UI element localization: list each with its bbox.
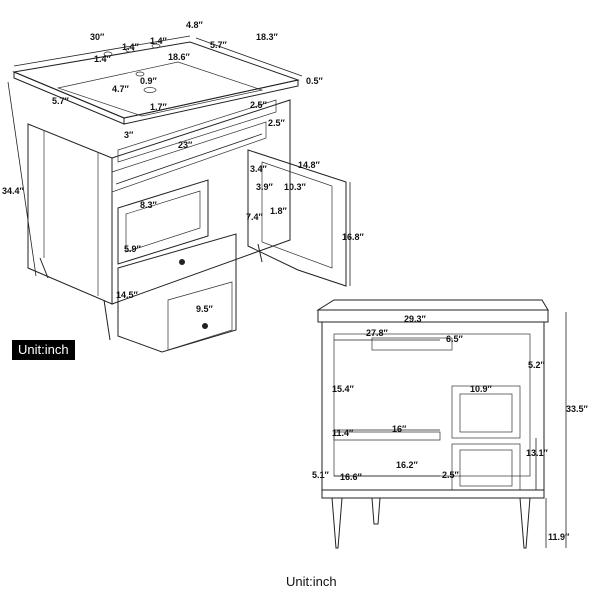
dim-left-height: 15.4″ [332,384,355,394]
dim-base-width: 16.6″ [340,472,363,482]
dim-height-line [7,81,37,277]
front-base-rail [321,489,545,499]
dim-hole-a: 1.4″ [122,42,140,52]
upper-drawer [117,179,209,265]
dim-width-line [13,35,191,67]
front-upper-drawer-box [451,385,521,439]
dim-door-panel: 10.3″ [284,182,307,192]
front-upper-drawer-inner [459,393,513,433]
front-vanity: 29.3″ 27.8″ 6.5″ 5.2″ 15.4″ 10.9″ 11.4″ … [312,299,589,549]
dim-inner-width: 18.6″ [168,52,191,62]
dim-depth-line [195,37,303,77]
dim-drawer-front-width: 8.3″ [140,200,158,210]
faucet-hole-right [151,43,161,49]
lower-drawer-knob [202,323,208,329]
faucet-hole-center [125,47,135,53]
dim-hole-b: 1.4″ [150,36,168,46]
front-lower-drawer-box [451,443,521,491]
front-lower-drawer-inner [459,449,513,487]
front-leg-right [519,497,531,549]
dim-top-spacing: 4.8″ [186,20,204,30]
front-cabinet-interior [333,333,531,477]
front-back-panel [371,337,453,351]
dim-depth: 18.3″ [256,32,279,42]
dim-shelf-gap-a: 2.5″ [250,100,268,110]
lower-drawer-panel [167,281,233,351]
isometric-vanity: 30″ 4.8″ 18.3″ 1.4″ 1.4″ 1.4″ 18.6″ 5.7″… [2,20,365,353]
dim-shelf-depth: 11.4″ [332,428,354,438]
dim-back-gap: 5.2″ [528,360,546,370]
dim-shelf-width: 16″ [392,424,407,434]
dim-left-5-7: 5.7″ [52,96,70,106]
dim-sink-depth: 4.7″ [112,84,130,94]
lower-drawer [117,233,237,353]
unit-label-right: Unit:inch [286,574,337,589]
dim-right-gap: 2.5″ [442,470,460,480]
dim-top-shelf: 6.5″ [446,334,464,344]
dim-floor-gap: 5.1″ [312,470,330,480]
dim-hole-offset: 1.4″ [94,54,112,64]
overflow-hole [135,71,145,77]
dim-leg-height: 11.9″ [548,532,570,542]
dim-drain: 0.9″ [140,76,158,86]
front-cabinet-frame [321,321,545,491]
front-leg-back-left [371,497,381,525]
dim-top-width: 29.3″ [404,314,427,324]
leg-back-left [39,257,49,279]
upper-drawer-knob [179,259,185,265]
dim-drawer-span-line [115,133,263,185]
cabinet-front [111,99,291,305]
dim-drawer-span: 23″ [178,140,193,150]
dim-lip: 3″ [124,130,134,140]
dim-shelf-gap-b: 2.5″ [268,118,286,128]
dim-handle-drop: 1.8″ [270,206,288,216]
dim-total-height: 33.5″ [566,404,589,414]
unit-label-left: Unit:inch [12,340,75,360]
countertop-front-edge [13,71,125,125]
faucet-hole-left [103,51,113,57]
dim-drawer-height: 5.9″ [124,244,142,254]
dim-door-inset: 3.9″ [256,182,274,192]
dim-interior-width: 27.8″ [366,328,389,338]
upper-drawer-panel [125,190,201,253]
front-leg-left [331,497,343,549]
dim-drawer-depth: 14.5″ [116,290,139,300]
dim-right-drawer: 10.9″ [470,384,493,394]
dim-top-thickness: 0.5″ [306,76,324,86]
dim-door-height: 16.8″ [342,232,365,242]
dim-door-width: 14.8″ [298,160,321,170]
door-panel [261,161,333,269]
dim-bottom-span: 16.2″ [396,460,419,470]
dim-height: 34.4″ [2,186,25,196]
dim-drain-offset: 1.7″ [150,102,168,112]
cabinet-side-left [27,123,113,305]
top-drawer-opening [111,121,267,193]
basin-outline [56,61,264,117]
drain-hole [143,87,157,93]
dim-lower-drawer-width: 9.5″ [196,304,214,314]
dim-hinge: 3.4″ [250,164,268,174]
front-countertop-top [316,299,549,311]
leg-front-left [103,299,111,341]
top-shelf-panel [117,99,277,163]
front-shelf [333,431,441,441]
dim-side-5-7: 5.7″ [210,40,228,50]
cabinet-door [247,149,347,287]
leg-front-right [257,243,263,263]
countertop-side-edge [123,79,299,125]
dim-side-height: 13.1″ [526,448,549,458]
dim-width: 30″ [90,32,105,42]
front-countertop-edge [317,309,549,323]
dim-door-offset: 7.4″ [246,212,264,222]
